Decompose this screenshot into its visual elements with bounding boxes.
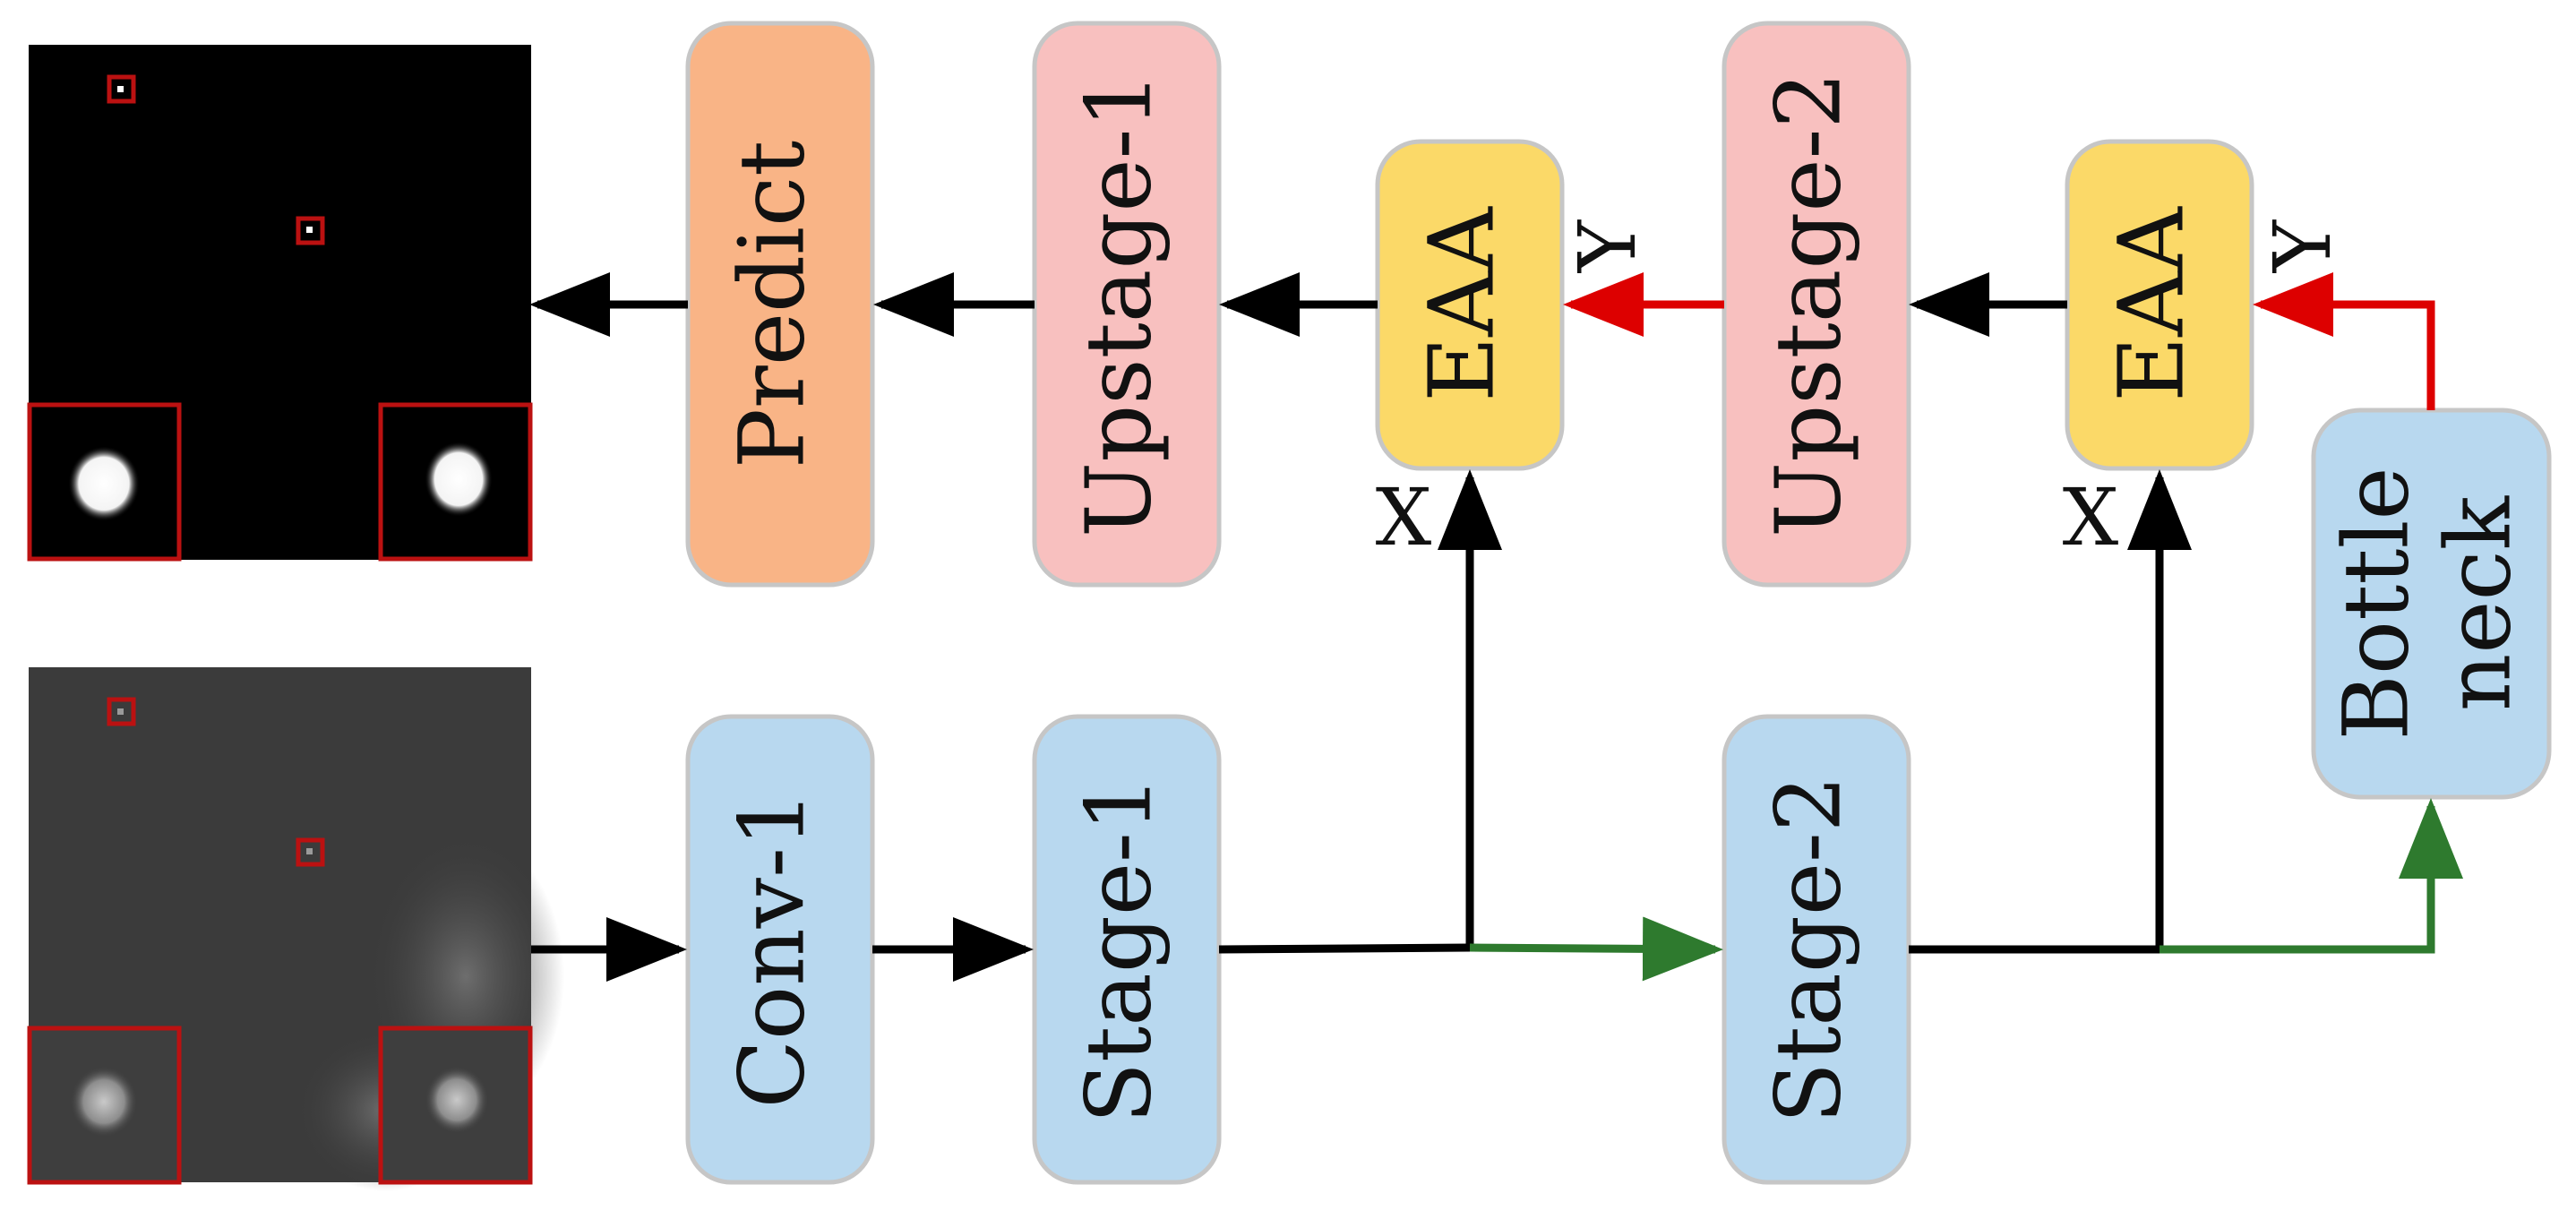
stage2-label: Stage-2 (1756, 776, 1861, 1124)
eaa1-block: EAA (1375, 139, 1565, 471)
stage2-block: Stage-2 (1722, 714, 1911, 1185)
stage1-label: Stage-1 (1067, 776, 1172, 1124)
upstage2-label: Upstage-2 (1756, 72, 1861, 537)
zoom-box-small (296, 837, 325, 867)
arrow-to-bottleneck (2160, 798, 2463, 954)
eaa1-label: EAA (1410, 206, 1515, 402)
zoom-box-small (107, 74, 136, 104)
eaa2-block: EAA (2065, 139, 2254, 471)
conv1-label: Conv-1 (720, 790, 825, 1108)
label-y1: Y (1561, 219, 1653, 273)
zoom-box-small (296, 216, 325, 245)
upstage2-block: Upstage-2 (1722, 21, 1911, 588)
arrow-to-stage2 (1469, 916, 1723, 982)
line-stage1-out (1218, 943, 1471, 954)
output-mask-image (27, 45, 533, 562)
input-image (27, 667, 564, 1191)
bottleneck-block: Bottle neck (2311, 408, 2552, 800)
bottleneck-label-line2: neck (2426, 495, 2531, 712)
label-x2: X (2063, 471, 2119, 563)
eaa2-label: EAA (2099, 206, 2204, 402)
predict-label: Predict (720, 141, 825, 468)
upstage1-label: Upstage-1 (1067, 72, 1172, 537)
zoom-box-small (107, 697, 136, 726)
label-y2: Y (2256, 219, 2348, 273)
conv1-block: Conv-1 (685, 714, 875, 1185)
bottleneck-label-line1: Bottle (2324, 467, 2429, 740)
stage1-block: Stage-1 (1032, 714, 1222, 1185)
label-x1: X (1376, 471, 1432, 563)
upstage1-block: Upstage-1 (1032, 21, 1222, 588)
predict-block: Predict (685, 21, 875, 588)
arrow-bottleneck-to-eaa2 (2253, 272, 2435, 410)
